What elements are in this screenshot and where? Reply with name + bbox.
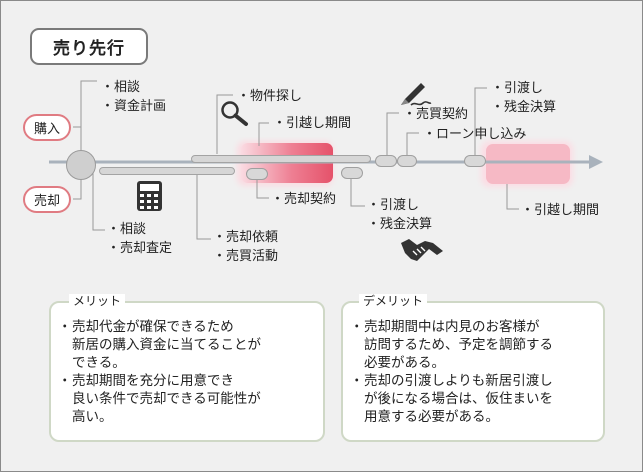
label-move-period-1: ・引越し期間 (273, 116, 352, 131)
calculator-icon (137, 181, 162, 211)
demerit-item: 売却の引渡しよりも新居引渡し が後になる場合は、仮住まいを 用意する必要がある。 (350, 372, 553, 426)
tag-buy: 購入 (23, 114, 71, 141)
timeline-node-loan (397, 155, 417, 167)
pen-signing-icon (401, 83, 432, 106)
merit-item: 売却代金が確保できるため 新居の購入資金に当てることが できる。 (58, 318, 261, 372)
label-handover-sell: ・引渡し・残金決算 (367, 198, 433, 232)
timeline-node-buy-handover (464, 155, 486, 167)
label-loan-application: ・ローン申し込み (423, 127, 527, 142)
merit-title: メリット (69, 294, 126, 308)
timeline-node-purchase-contract (375, 155, 397, 167)
diagram-title: 売り先行 (30, 28, 148, 65)
label-consult-assess: ・相談・売却査定 (107, 222, 173, 256)
label-sell-request: ・売却依頼・売買活動 (213, 230, 279, 264)
label-purchase-contract: ・売買契約 (403, 107, 469, 122)
timeline-start-node (66, 150, 96, 180)
timeline-segment-search (191, 155, 371, 163)
timeline-segment-sell-start (99, 167, 235, 175)
label-sell-contract: ・売却契約 (271, 192, 337, 207)
move-period-band-2 (486, 144, 570, 184)
handshake-icon (401, 239, 443, 261)
timeline-node-sell-handover (341, 167, 363, 179)
tag-sell: 売却 (23, 186, 71, 213)
timeline-node-sell-contract (246, 168, 268, 180)
merit-list: 売却代金が確保できるため 新居の購入資金に当てることが できる。 売却期間を充分… (58, 318, 261, 426)
demerit-item: 売却期間中は内見のお客様が 訪問するため、予定を調節する 必要がある。 (350, 318, 553, 372)
label-move-period-2: ・引越し期間 (521, 203, 600, 218)
timeline-arrowhead (589, 155, 603, 169)
merit-item: 売却期間を充分に用意でき 良い条件で売却できる可能性が 高い。 (58, 372, 261, 426)
magnifier-icon (221, 101, 248, 126)
demerit-list: 売却期間中は内見のお客様が 訪問するため、予定を調節する 必要がある。 売却の引… (350, 318, 553, 426)
label-handover-buy: ・引渡し・残金決算 (491, 81, 557, 115)
label-property-search: ・物件探し (237, 89, 303, 104)
demerit-title: デメリット (359, 294, 428, 308)
label-consult: ・相談・資金計画 (101, 80, 167, 114)
